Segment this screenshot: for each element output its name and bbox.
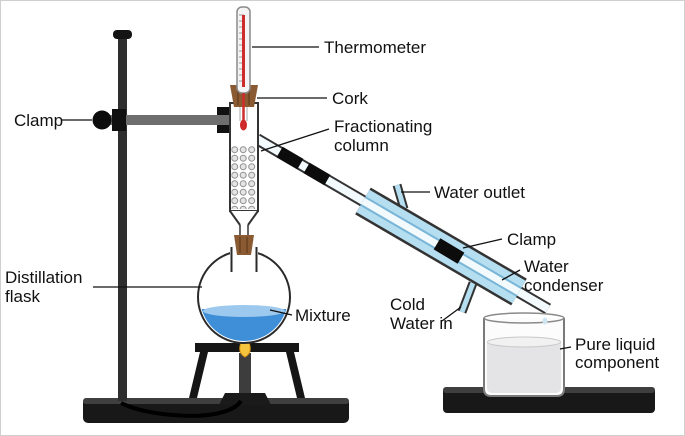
label-water-condenser-line1: Water [524, 257, 569, 276]
leader-pure-liquid [559, 346, 572, 350]
label-water-outlet: Water outlet [434, 183, 525, 202]
label-mixture: Mixture [295, 306, 351, 325]
clamp-knob [92, 110, 112, 130]
labels: Thermometer Cork Clamp Fractionating col… [5, 38, 659, 372]
thermometer [236, 6, 251, 131]
stand-rod [118, 37, 127, 401]
label-pure-liquid-line1: Pure liquid [575, 335, 655, 354]
leader-clamp-right [462, 238, 503, 249]
distillate-drop [542, 317, 548, 325]
beaker [483, 312, 565, 397]
label-distillation-flask-line2: flask [5, 287, 40, 306]
condenser-clamp-sleeve [433, 238, 465, 264]
label-cold-water-in-line2: Water in [390, 314, 453, 333]
label-pure-liquid-line2: component [575, 353, 659, 372]
label-clamp-left: Clamp [14, 111, 63, 130]
flask-cork [234, 235, 254, 255]
stand-base [83, 398, 349, 423]
condenser-assembly [253, 133, 552, 315]
mixture-surface [203, 305, 285, 317]
beaker-rim [483, 312, 565, 324]
gas-tube [120, 399, 243, 418]
leader-water-condenser [501, 269, 521, 281]
arm-clamp-sleeve [276, 146, 304, 170]
stand-base-highlight [83, 398, 349, 404]
label-water-condenser-line2: condenser [524, 276, 604, 295]
stand-rod-cap [113, 30, 132, 39]
bunsen-burner [120, 353, 271, 418]
pure-liquid-surface [487, 336, 561, 348]
label-thermometer: Thermometer [324, 38, 426, 57]
leader-fractionating-column [260, 128, 330, 152]
label-clamp-right: Clamp [507, 230, 556, 249]
label-cork: Cork [332, 89, 368, 108]
leader-lines [61, 46, 572, 350]
arm-clamp-sleeve [303, 162, 331, 186]
label-distillation-flask-line1: Distillation [5, 268, 82, 287]
label-cold-water-in-line1: Cold [390, 295, 425, 314]
label-fractionating-column-line1: Fractionating [334, 117, 432, 136]
label-fractionating-column-line2: column [334, 136, 389, 155]
distillation-flask [197, 245, 291, 344]
leader-cold-water-in [441, 306, 462, 322]
fractionating-column [229, 85, 259, 255]
leader-mixture [269, 309, 293, 316]
retort-stand [83, 30, 349, 423]
column-beads [231, 145, 257, 209]
thermometer-bulb [240, 119, 247, 131]
clamp-left-assembly [92, 107, 235, 133]
pure-liquid [487, 342, 561, 393]
